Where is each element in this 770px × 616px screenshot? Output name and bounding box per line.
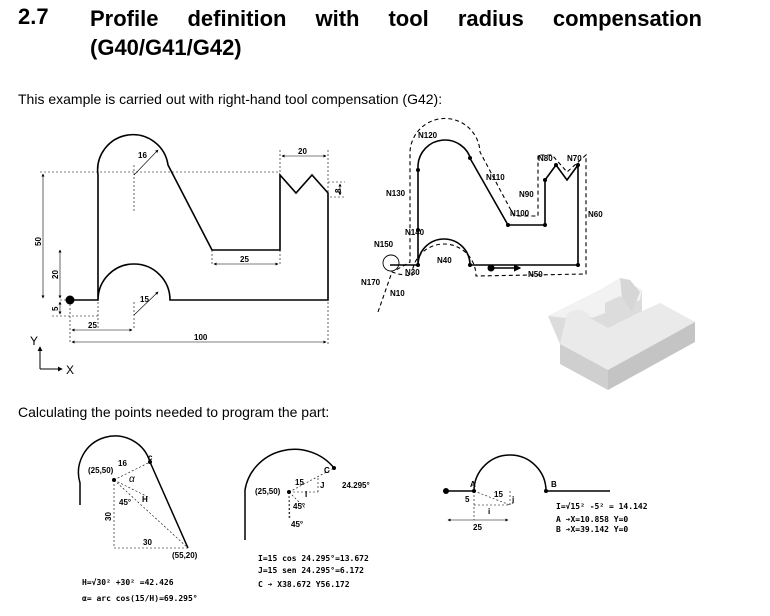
dim-20: 20 (298, 147, 307, 156)
calc2-radius: 15 (295, 478, 304, 487)
toolpath-drawing: N120 N130 N110 N80 N70 N90 N100 N60 N140… (361, 117, 603, 313)
calc3-i: i (488, 507, 490, 516)
dim-20-vertical: 20 (51, 270, 60, 279)
calc3-dim-25: 25 (473, 523, 482, 532)
section-title: Profile definition with tool radius comp… (90, 6, 702, 60)
calc3-point-b: B ➔X=39.142 Y=0 (556, 525, 628, 534)
calc2-i: I (305, 490, 307, 499)
block-n10: N10 (390, 289, 405, 298)
calc1-formula-alpha: α= arc cos(15/H)=69.295° (82, 594, 198, 603)
calc2-angle-45b: 45° (291, 520, 303, 529)
calc-diagram-2: (25,50) 15 I J C 24.295° 45° 45° I=15 co… (244, 448, 370, 589)
calc2-formula-c: C ➔ X38.672 Y56.172 (258, 580, 350, 589)
calc-diagram-3: A B 5 15 j i 25 I=√15² -5² = 14.142 A ➔X… (443, 454, 648, 534)
toolpath-offset (377, 117, 587, 313)
calc1-dim-30-vertical: 30 (104, 512, 113, 521)
origin-marker (65, 295, 75, 305)
section-number: 2.7 (18, 4, 49, 29)
calc2-point: (25,50) (255, 487, 281, 496)
calc2-j: J (320, 481, 324, 490)
part-profile (70, 133, 329, 301)
intro-text: This example is carried out with right-h… (18, 91, 443, 107)
calc1-c: c (148, 453, 153, 462)
dim-16: 16 (138, 151, 147, 160)
block-n100: N100 (510, 209, 530, 218)
calc-diagram-1: (25,50) 16 c α 45° H 30 30 (55,20) H=√30… (77, 435, 198, 603)
calc-text: Calculating the points needed to program… (18, 404, 330, 420)
calc2-angle: 24.295° (342, 481, 370, 490)
calc2-c: C (324, 466, 330, 475)
dim-50: 50 (34, 237, 43, 246)
calc1-h: H (142, 495, 148, 504)
calc1-alpha: α (129, 474, 135, 485)
part-3d-render (548, 278, 695, 390)
dim-15: 15 (140, 295, 149, 304)
calc1-angle: 45° (119, 498, 131, 507)
calc1-point: (25,50) (88, 466, 114, 475)
calc3-j: j (511, 495, 514, 504)
dim-8: 8 (334, 188, 343, 193)
block-n80: N80 (538, 154, 553, 163)
calc1-end: (55,20) (172, 551, 198, 560)
y-axis-label: Y (30, 334, 38, 348)
block-n170: N170 (361, 278, 381, 287)
calc2-angle-45a: 45° (293, 502, 305, 511)
block-n70: N70 (567, 154, 582, 163)
block-n140: N140 (405, 228, 425, 237)
block-n120: N120 (418, 131, 438, 140)
block-n30: N30 (405, 268, 420, 277)
block-n60: N60 (588, 210, 603, 219)
block-n40: N40 (437, 256, 452, 265)
dim-5: 5 (51, 306, 60, 311)
calc2-formula-i: I=15 cos 24.295°=13.672 (258, 554, 369, 563)
dim-100: 100 (194, 333, 208, 342)
block-n130: N130 (386, 189, 406, 198)
calc3-formula-i: I=√15² -5² = 14.142 (556, 502, 648, 511)
part-drawing: 16 20 8 50 20 5 25 15 25 100 Y X (30, 133, 345, 377)
calc1-radius: 16 (118, 459, 127, 468)
calc3-point-a: A ➔X=10.858 Y=0 (556, 515, 628, 524)
block-n50: N50 (528, 270, 543, 279)
block-n150: N150 (374, 240, 394, 249)
calc3-b: B (551, 480, 557, 489)
toolpath-profile (390, 139, 579, 266)
calc3-dim-5: 5 (465, 495, 470, 504)
calc2-formula-j: J=15 sen 24.295°=6.172 (258, 566, 364, 575)
calc3-radius: 15 (494, 490, 503, 499)
calc1-dim-30: 30 (143, 538, 152, 547)
block-n90: N90 (519, 190, 534, 199)
dim-25: 25 (88, 321, 97, 330)
calc3-a: A (470, 480, 476, 489)
x-axis-label: X (66, 363, 74, 377)
block-n110: N110 (486, 173, 505, 182)
tool-circle (382, 254, 400, 272)
dim-25-bottom: 25 (240, 255, 249, 264)
axes-symbol (37, 346, 63, 372)
calc1-formula-h: H=√30² +30² =42.426 (82, 578, 174, 587)
